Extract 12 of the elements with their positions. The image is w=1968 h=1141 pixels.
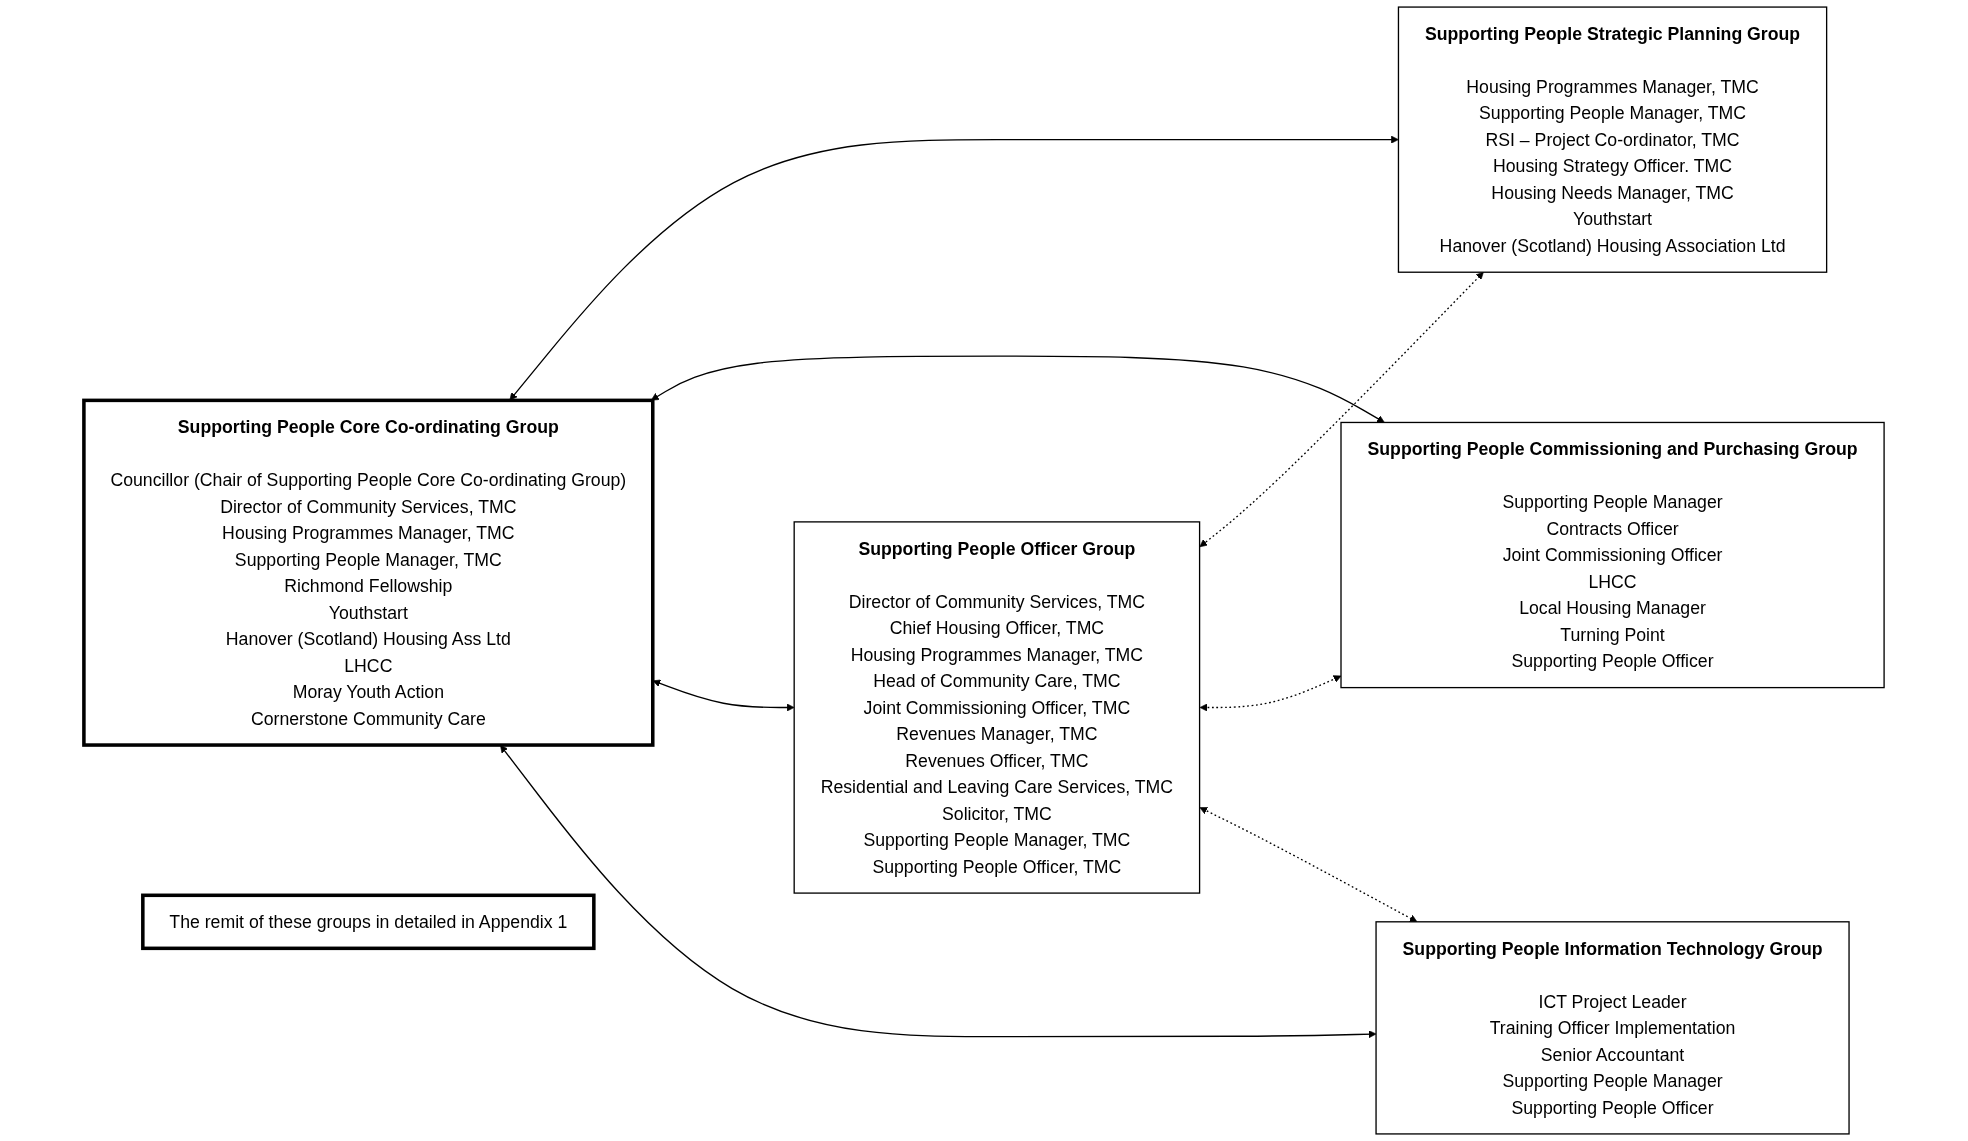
arrow — [1199, 271, 1484, 548]
arrow — [509, 135, 1399, 401]
node-box: The remit of these groups in detailed in Appendix 1 — [141, 893, 596, 951]
arrow — [1199, 807, 1418, 923]
node-box: Supporting People Strategic Planning Group Housing Programmes Manager, TMC Supporting People Manager, TMC RSI – Project Co-ordinator, TMC Housing Strategy Officer. TMC Housing Needs Manager, TMC Youthstart Hanover (Scotland) Housing Association Ltd — [1397, 6, 1828, 273]
node-box: Supporting People Commissioning and Purchasing Group Supporting People Manager Contracts Officer Joint Commissioning Officer LHCC Local Housing Manager Turning Point Supporting People Officer — [1340, 421, 1885, 689]
node-box: Supporting People Information Technology Group ICT Project Leader Training Officer Implementation Senior Accountant Supporting People Manager Supporting People Officer — [1375, 921, 1850, 1135]
node-box: Supporting People Core Co-ordinating Group Councillor (Chair of Supporting People Core Co-ordinating Group) Director of Community Services, TMC Housing Programmes Manager, TMC Supporting People Manager, TMC Richmond Fellowship Youthstart Hanover (Scotland) Housing Ass Ltd LHCC Moray Youth Action Cornerstone Community Care — [82, 398, 655, 747]
arrow — [500, 745, 1377, 1039]
node-box: Supporting People Officer Group Director of Community Services, TMC Chief Housing Officer, TMC Housing Programmes Manager, TMC Head of Community Care, TMC Joint Commissioning Officer, TMC Revenues Manager, TMC Revenues Officer, TMC Residential and Leaving Care Services, TMC Solicitor, TMC Supporting People Manager, TMC Supporting People Officer, TMC — [793, 521, 1201, 894]
arrow — [650, 355, 1385, 423]
arrow — [1199, 675, 1342, 712]
